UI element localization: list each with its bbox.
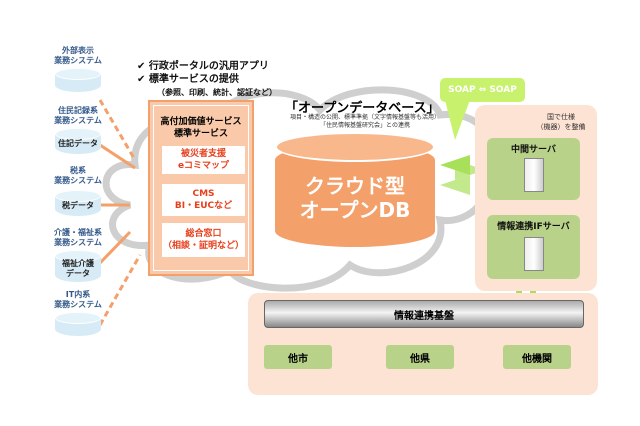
arrow-external (98, 99, 137, 161)
services-panel: 高付加価値サービス 標準サービス 被災者支援 eコミマップ CMS BI・EUC… (148, 100, 254, 276)
soap-bubble-tail (445, 100, 470, 140)
database-cylinder (55, 68, 101, 92)
system-label: 介護・福祉系 業務システム (54, 228, 102, 247)
check-icon: ✔ (137, 74, 146, 85)
node-prefecture: 他県 (386, 345, 454, 369)
server-icon (524, 158, 544, 192)
opendb-title: 「オープンデータベース」 (285, 101, 440, 116)
database-cylinder: 税データ (55, 190, 101, 216)
service-box: 被災者支援 eコミマップ (162, 146, 245, 174)
server-icon (524, 237, 544, 271)
database-cylinder: 福祉介護 データ (55, 250, 101, 282)
system-label: 外部表示 業務システム (54, 46, 102, 65)
system-label: 住民記録系 業務システム (54, 106, 102, 125)
database-cylinder: 住記データ (55, 128, 101, 154)
arrow-resident (99, 143, 136, 170)
opendb-cylinder: クラウド型 オープンDB (275, 132, 435, 247)
arrow-it (98, 254, 142, 326)
opendb-subtitle: 項目・構造の公開、標準準拠（文字情報基盤等も活用）「住民情報基盤研究会」との連携 (289, 114, 440, 129)
platform-bar: 情報連携基盤 (264, 300, 584, 328)
node-other-agency: 他機関 (503, 345, 571, 369)
system-label: 税系 業務システム (54, 166, 102, 185)
system-label: IT内系 業務システム (54, 290, 102, 309)
node-city: 他市 (264, 345, 332, 369)
database-cylinder (55, 312, 101, 336)
service-box: CMS BI・EUCなど (162, 184, 245, 216)
service-box: 総合窓口 （相談・証明など） (162, 223, 245, 257)
services-title: 高付加価値サービス 標準サービス (160, 117, 242, 139)
soap-bubble: SOAP ⇔ SOAP (440, 78, 525, 102)
arrow-welfare (98, 230, 132, 265)
check-icon: ✔ (137, 61, 146, 72)
if-server: 情報連携IFサーバ (487, 215, 580, 279)
national-note: 国で仕様 （機器）を整備 (536, 113, 586, 131)
checklist: ✔ 行政ポータルの汎用アプリ ✔ 標準サービスの提供 （参照、印刷、統計、認証な… (137, 61, 277, 97)
intermediate-server: 中間サーバ (487, 138, 580, 200)
